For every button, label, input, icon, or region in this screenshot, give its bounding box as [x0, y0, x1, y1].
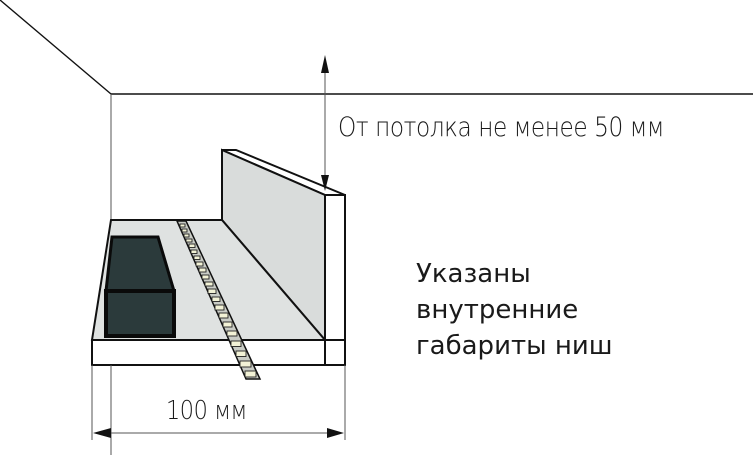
wall-ceiling-diagonal	[0, 0, 112, 95]
ceiling-clearance-label: От потолка не менее 50 мм	[338, 112, 664, 143]
ceiling-clearance-arrow	[321, 55, 329, 191]
note-line-3: габариты ниш	[416, 331, 613, 361]
note-line-2: внутренние	[416, 295, 579, 325]
power-supply-box	[104, 235, 177, 338]
inner-dimensions-note: Указаны внутренние габариты ниш	[416, 256, 613, 364]
room-corner	[0, 0, 753, 220]
width-dimension-label: 100 мм	[166, 396, 247, 426]
back-panel	[221, 148, 346, 366]
led-strip	[175, 220, 262, 380]
width-dimension	[91, 365, 346, 455]
note-line-1: Указаны	[416, 259, 531, 289]
